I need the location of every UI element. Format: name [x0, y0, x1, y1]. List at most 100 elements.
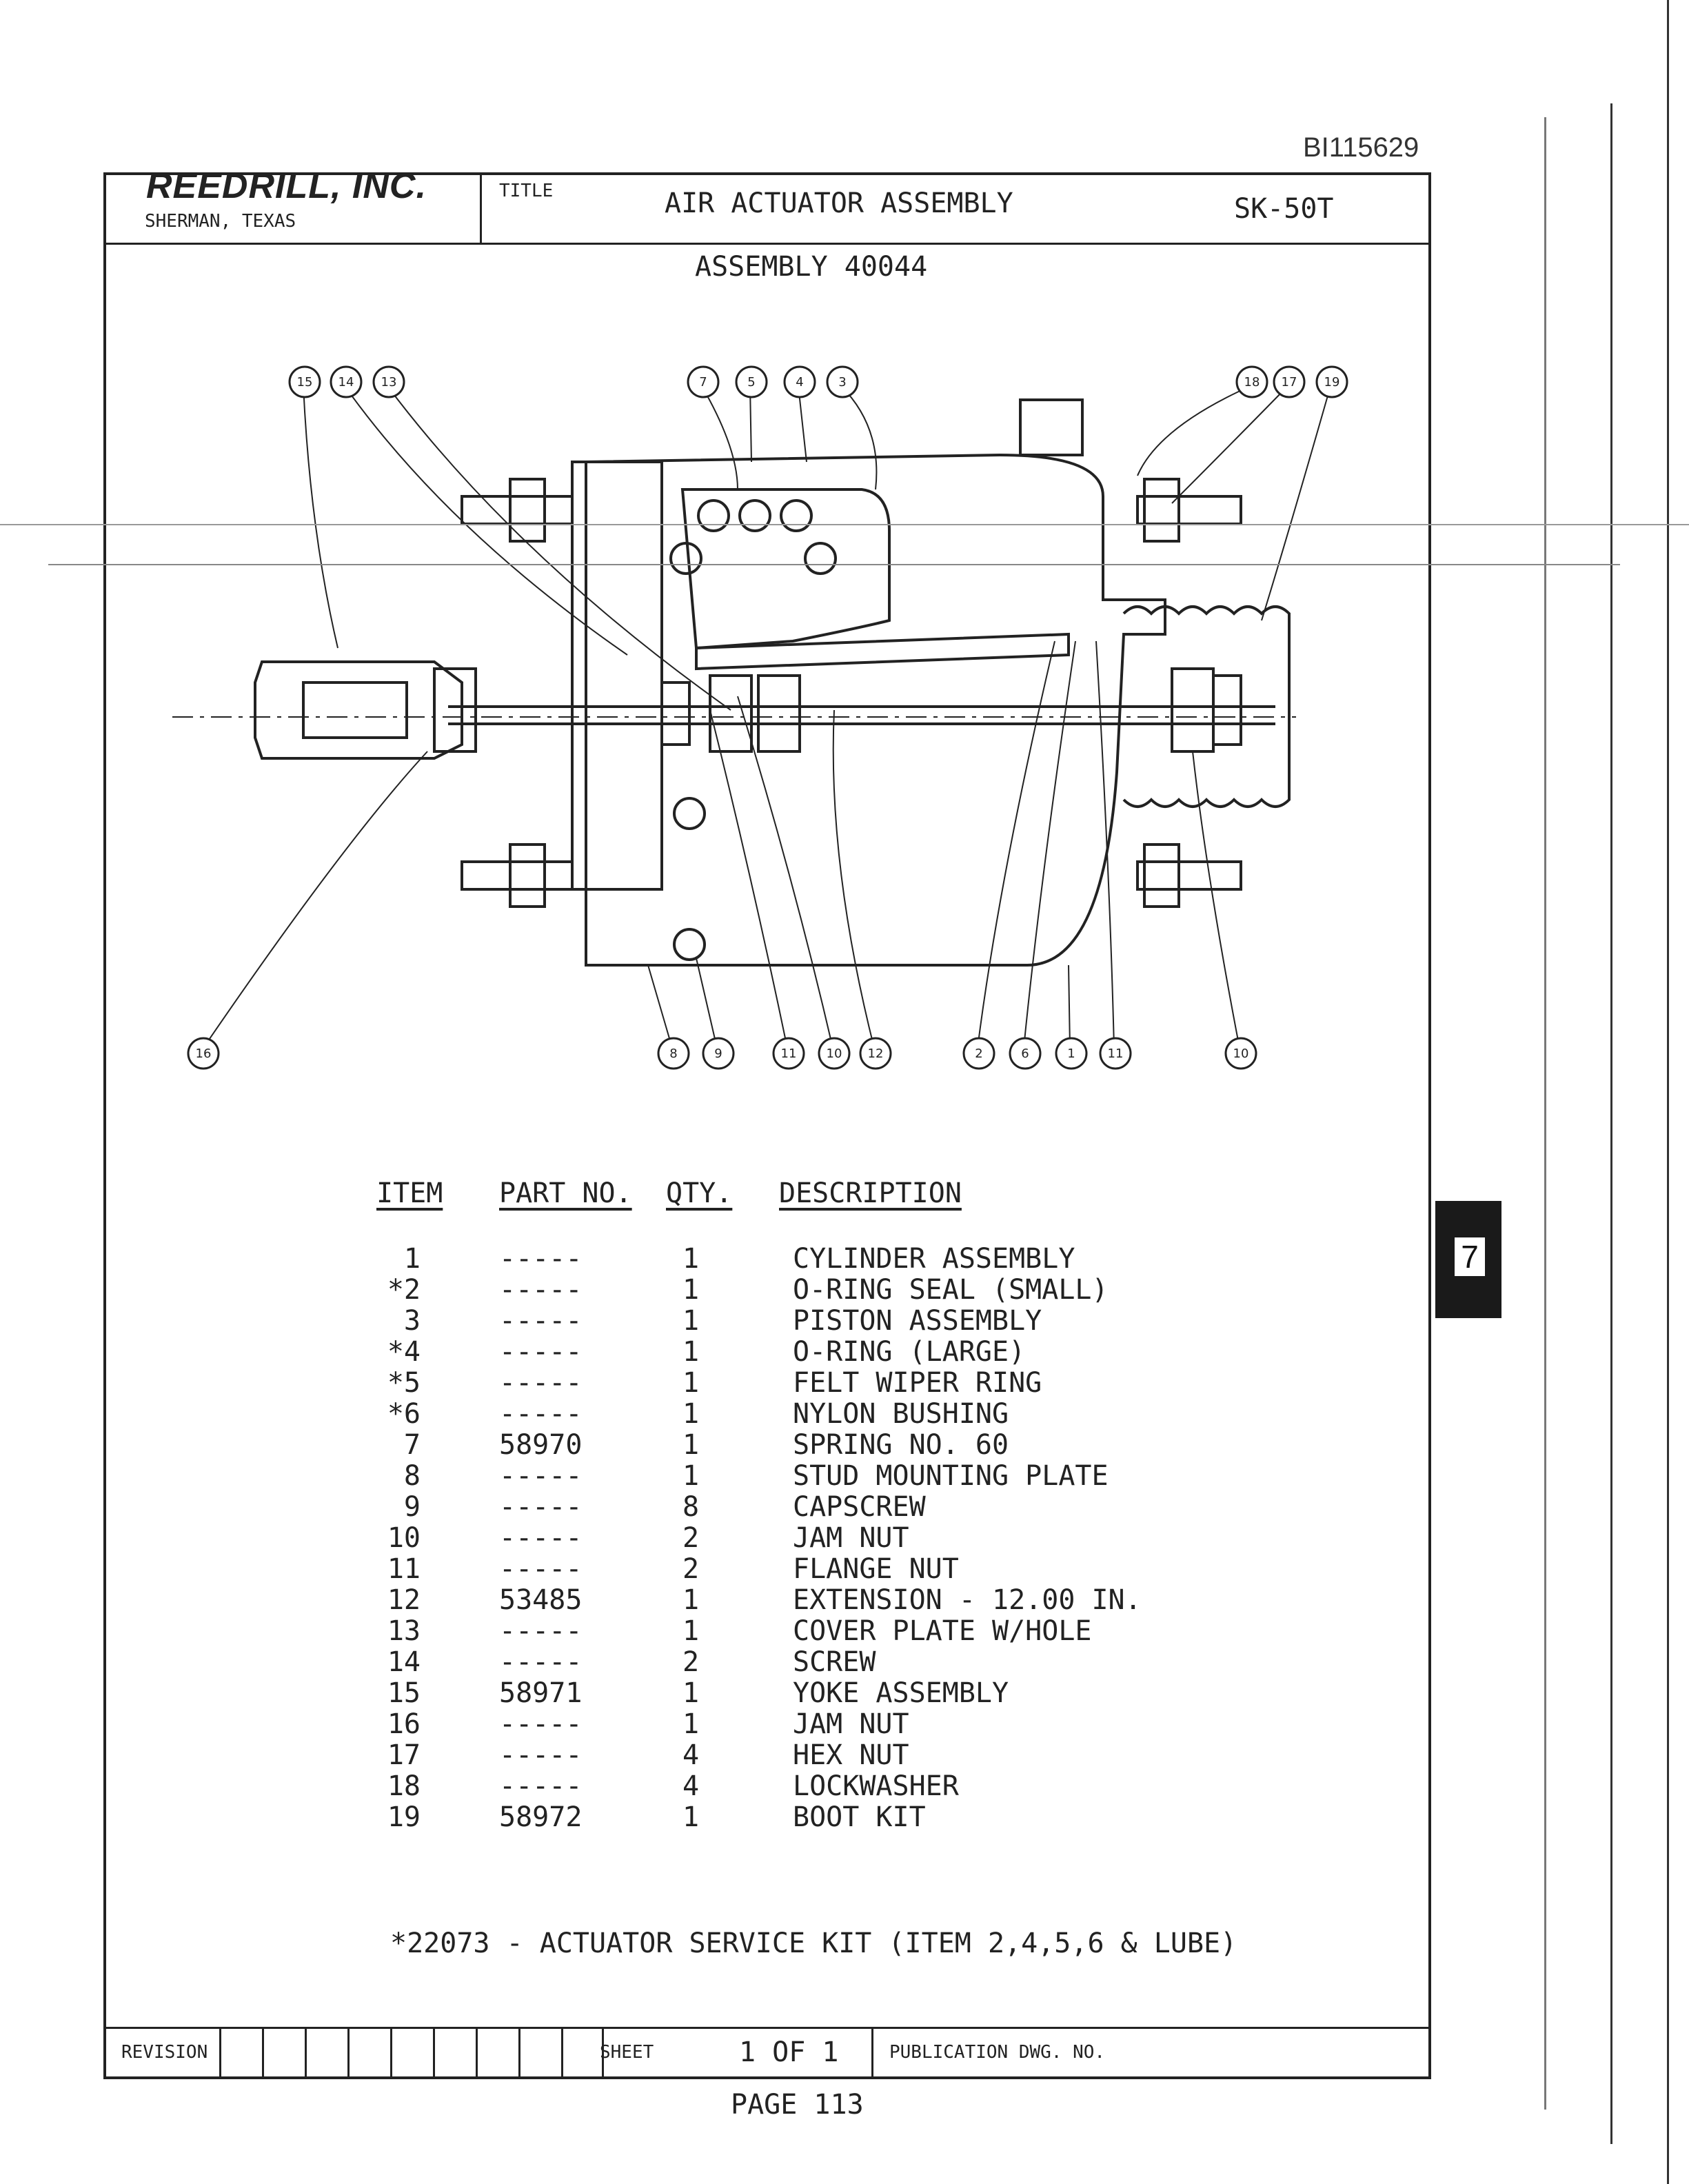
description-cell: JAM NUT [793, 1522, 909, 1554]
header-item: ITEM [376, 1177, 443, 1209]
section-tab-label: 7 [1455, 1237, 1485, 1276]
item-cell: 12 [387, 1584, 421, 1616]
part-no-cell: ----- [499, 1491, 583, 1523]
drawing-frame [103, 172, 1431, 2079]
item-cell: 8 [403, 1460, 421, 1492]
revision-cell [262, 2027, 305, 2076]
item-cell: 1 [403, 1243, 421, 1275]
revision-cell [476, 2027, 518, 2076]
item-cell: *2 [387, 1274, 421, 1306]
company-location: SHERMAN, TEXAS [145, 211, 296, 232]
item-cell: *4 [387, 1336, 421, 1368]
callout-19: 19 [1324, 375, 1340, 390]
description-cell: SPRING NO. 60 [793, 1429, 1009, 1461]
revision-cell [561, 2027, 604, 2076]
qty-cell: 1 [682, 1801, 700, 1833]
qty-cell: 1 [682, 1460, 700, 1492]
callout-1: 1 [1067, 1046, 1075, 1061]
revision-cells [219, 2027, 604, 2076]
qty-cell: 1 [682, 1429, 700, 1461]
revision-cell [219, 2027, 262, 2076]
qty-cell: 1 [682, 1367, 700, 1399]
description-cell: EXTENSION - 12.00 IN. [793, 1584, 1142, 1616]
publication-separator [871, 2027, 873, 2078]
revision-cell [390, 2027, 433, 2076]
description-cell: BOOT KIT [793, 1801, 926, 1833]
part-no-cell: ----- [499, 1274, 583, 1306]
page-number: PAGE 113 [731, 2089, 864, 2121]
qty-cell: 1 [682, 1398, 700, 1430]
drawing-code: SK-50T [1234, 193, 1334, 225]
drawing-title: AIR ACTUATOR ASSEMBLY [665, 188, 1013, 219]
description-cell: PISTON ASSEMBLY [793, 1305, 1042, 1337]
qty-cell: 8 [682, 1491, 700, 1523]
description-cell: HEX NUT [793, 1739, 909, 1771]
qty-cell: 2 [682, 1553, 700, 1585]
header-description: DESCRIPTION [779, 1177, 962, 1209]
part-no-cell: ----- [499, 1367, 583, 1399]
callout-10-left: 10 [827, 1046, 842, 1061]
publication-label: PUBLICATION DWG. NO. [889, 2042, 1106, 2063]
description-cell: O-RING SEAL (SMALL) [793, 1274, 1109, 1306]
part-no-cell: ----- [499, 1739, 583, 1771]
callout-18: 18 [1244, 375, 1260, 390]
callout-17: 17 [1282, 375, 1297, 390]
service-kit-note: *22073 - ACTUATOR SERVICE KIT (ITEM 2,4,… [390, 1928, 1237, 1959]
revision-label: REVISION [121, 2042, 208, 2063]
revision-cell [347, 2027, 390, 2076]
part-no-cell: ----- [499, 1770, 583, 1802]
item-cell: 18 [387, 1770, 421, 1802]
qty-cell: 4 [682, 1739, 700, 1771]
item-cell: 16 [387, 1708, 421, 1740]
callout-15: 15 [297, 375, 313, 390]
sheet-value: 1 OF 1 [739, 2036, 839, 2068]
callout-11-left: 11 [781, 1046, 797, 1061]
item-cell: 10 [387, 1522, 421, 1554]
qty-cell: 1 [682, 1708, 700, 1740]
qty-cell: 2 [682, 1646, 700, 1678]
title-label: TITLE [499, 181, 554, 201]
description-cell: CYLINDER ASSEMBLY [793, 1243, 1075, 1275]
callout-13: 13 [381, 375, 397, 390]
part-no-cell: 58971 [499, 1677, 583, 1709]
title-block-divider [103, 243, 1431, 245]
description-cell: FLANGE NUT [793, 1553, 959, 1585]
document-id: BI115629 [1303, 132, 1419, 163]
callout-12: 12 [868, 1046, 884, 1061]
part-no-cell: ----- [499, 1646, 583, 1678]
header-part-no: PART NO. [499, 1177, 632, 1209]
callout-14: 14 [338, 375, 354, 390]
item-cell: 7 [403, 1429, 421, 1461]
description-cell: SCREW [793, 1646, 876, 1678]
item-cell: *5 [387, 1367, 421, 1399]
revision-cell [305, 2027, 347, 2076]
scan-edge-line [48, 564, 1620, 565]
description-cell: LOCKWASHER [793, 1770, 959, 1802]
part-no-cell: ----- [499, 1553, 583, 1585]
item-cell: 13 [387, 1615, 421, 1647]
actuator-drawing: 15 14 13 7 5 4 3 18 17 19 16 8 9 11 10 1… [172, 365, 1348, 1070]
part-no-cell: ----- [499, 1243, 583, 1275]
qty-cell: 1 [682, 1584, 700, 1616]
footer-divider [103, 2027, 1431, 2029]
company-name: REEDRILL, INC. [146, 166, 427, 206]
part-no-cell: 53485 [499, 1584, 583, 1616]
scan-edge-line [1544, 117, 1546, 2110]
description-cell: O-RING (LARGE) [793, 1336, 1026, 1368]
part-no-cell: ----- [499, 1708, 583, 1740]
title-block-separator [480, 172, 482, 244]
item-cell: 19 [387, 1801, 421, 1833]
description-cell: YOKE ASSEMBLY [793, 1677, 1009, 1709]
callout-4: 4 [796, 375, 803, 390]
